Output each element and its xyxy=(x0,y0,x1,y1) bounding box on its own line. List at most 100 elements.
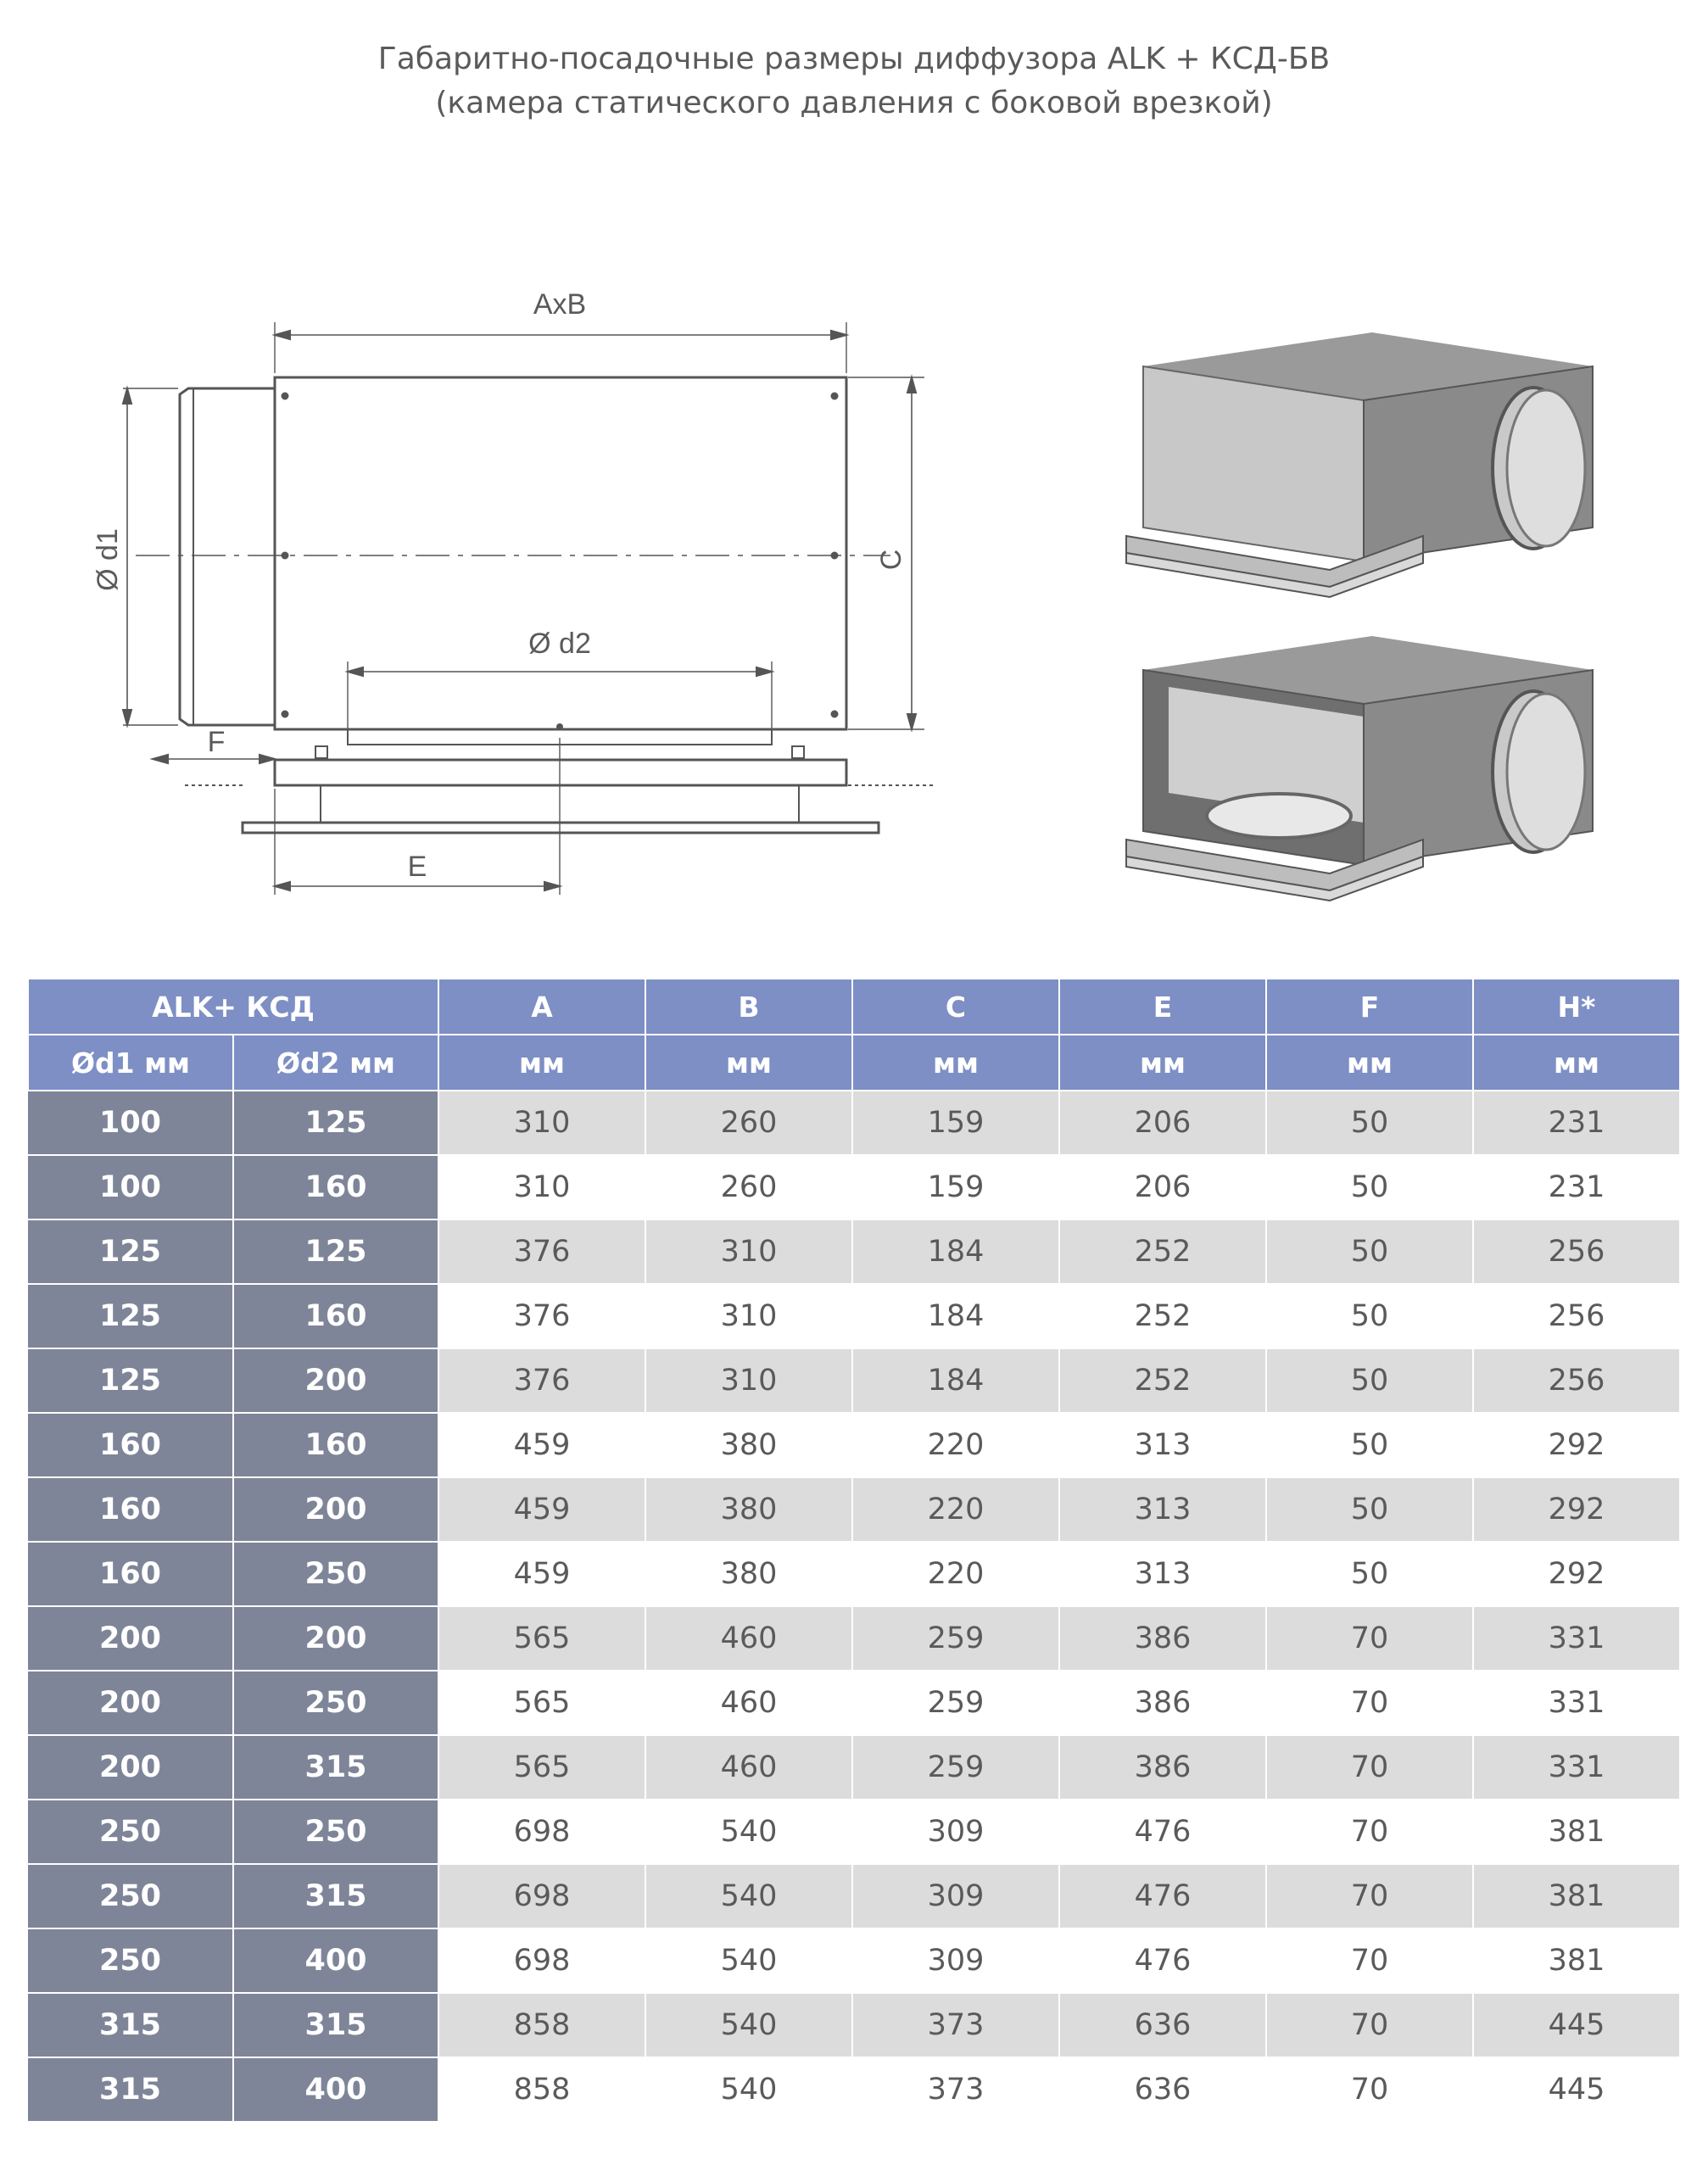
table-value-cell: 310 xyxy=(645,1284,853,1349)
table-value-cell: 380 xyxy=(645,1413,853,1478)
table-value-cell: 313 xyxy=(1059,1542,1267,1607)
table-value-cell: 373 xyxy=(852,2057,1060,2123)
header-h: H* xyxy=(1472,978,1681,1035)
subheader-d1: Ød1 мм xyxy=(27,1034,234,1091)
header-a: A xyxy=(438,978,646,1035)
table-value-cell: 310 xyxy=(438,1091,646,1156)
table-key-cell: 200 xyxy=(28,1671,234,1736)
subheader-unit: мм xyxy=(1265,1034,1474,1091)
table-value-cell: 309 xyxy=(852,1928,1060,1994)
table-value-cell: 50 xyxy=(1266,1413,1474,1478)
table-key-cell: 315 xyxy=(233,1993,439,2058)
label-d2: Ø d2 xyxy=(528,628,591,660)
subheader-unit: мм xyxy=(851,1034,1060,1091)
table-key-cell: 100 xyxy=(28,1091,234,1156)
table-value-cell: 70 xyxy=(1266,1800,1474,1865)
table-value-cell: 259 xyxy=(852,1671,1060,1736)
table-value-cell: 259 xyxy=(852,1735,1060,1800)
chamber-3d-view-open xyxy=(1125,636,1594,902)
table-value-cell: 310 xyxy=(645,1219,853,1285)
label-d1: Ø d1 xyxy=(92,528,124,591)
table-key-cell: 250 xyxy=(233,1671,439,1736)
table-value-cell: 380 xyxy=(645,1542,853,1607)
table-value-cell: 381 xyxy=(1473,1864,1681,1929)
table-key-cell: 200 xyxy=(28,1606,234,1672)
table-key-cell: 125 xyxy=(233,1219,439,1285)
table-value-cell: 310 xyxy=(438,1155,646,1220)
chamber-3d-view-closed xyxy=(1125,332,1594,599)
table-value-cell: 331 xyxy=(1473,1671,1681,1736)
table-value-cell: 231 xyxy=(1473,1155,1681,1220)
header-b: B xyxy=(645,978,853,1035)
table-key-cell: 315 xyxy=(28,2057,234,2123)
label-e: E xyxy=(408,851,427,883)
table-value-cell: 381 xyxy=(1473,1928,1681,1994)
table-value-cell: 70 xyxy=(1266,1864,1474,1929)
table-value-cell: 459 xyxy=(438,1413,646,1478)
table-key-cell: 400 xyxy=(233,2057,439,2123)
table-value-cell: 184 xyxy=(852,1219,1060,1285)
table-value-cell: 256 xyxy=(1473,1219,1681,1285)
table-value-cell: 252 xyxy=(1059,1219,1267,1285)
table-key-cell: 315 xyxy=(28,1993,234,2058)
table-value-cell: 858 xyxy=(438,2057,646,2123)
table-key-cell: 160 xyxy=(28,1413,234,1478)
table-header-row: ALK+ КСД A B C E F H* xyxy=(27,978,1681,1035)
table-value-cell: 459 xyxy=(438,1542,646,1607)
table-key-cell: 200 xyxy=(28,1735,234,1800)
header-group-alk-ksd: ALK+ КСД xyxy=(27,978,439,1035)
table-value-cell: 260 xyxy=(645,1091,853,1156)
table-value-cell: 698 xyxy=(438,1864,646,1929)
table-value-cell: 50 xyxy=(1266,1542,1474,1607)
table-value-cell: 50 xyxy=(1266,1477,1474,1543)
table-key-cell: 315 xyxy=(233,1864,439,1929)
table-value-cell: 70 xyxy=(1266,1735,1474,1800)
table-value-cell: 386 xyxy=(1059,1606,1267,1672)
table-value-cell: 256 xyxy=(1473,1284,1681,1349)
table-key-cell: 400 xyxy=(233,1928,439,1994)
table-value-cell: 313 xyxy=(1059,1477,1267,1543)
table-key-cell: 125 xyxy=(233,1091,439,1156)
table-value-cell: 460 xyxy=(645,1671,853,1736)
table-value-cell: 565 xyxy=(438,1606,646,1672)
diffuser-face xyxy=(241,821,880,834)
table-value-cell: 206 xyxy=(1059,1091,1267,1156)
table-value-cell: 376 xyxy=(438,1284,646,1349)
table-key-cell: 160 xyxy=(233,1413,439,1478)
table-value-cell: 50 xyxy=(1266,1155,1474,1220)
table-value-cell: 231 xyxy=(1473,1091,1681,1156)
table-value-cell: 445 xyxy=(1473,1993,1681,2058)
table-value-cell: 70 xyxy=(1266,2057,1474,2123)
table-value-cell: 540 xyxy=(645,2057,853,2123)
chamber-outline xyxy=(273,376,848,731)
table-value-cell: 540 xyxy=(645,1928,853,1994)
header-e: E xyxy=(1058,978,1267,1035)
table-key-cell: 250 xyxy=(233,1542,439,1607)
table-value-cell: 540 xyxy=(645,1993,853,2058)
table-value-cell: 292 xyxy=(1473,1477,1681,1543)
table-value-cell: 260 xyxy=(645,1155,853,1220)
table-value-cell: 565 xyxy=(438,1735,646,1800)
table-value-cell: 858 xyxy=(438,1993,646,2058)
table-value-cell: 445 xyxy=(1473,2057,1681,2123)
table-value-cell: 252 xyxy=(1059,1284,1267,1349)
table-value-cell: 476 xyxy=(1059,1928,1267,1994)
subheader-d2: Ød2 мм xyxy=(232,1034,439,1091)
table-value-cell: 540 xyxy=(645,1800,853,1865)
table-value-cell: 220 xyxy=(852,1542,1060,1607)
table-value-cell: 565 xyxy=(438,1671,646,1736)
table-value-cell: 159 xyxy=(852,1155,1060,1220)
subheader-unit: мм xyxy=(438,1034,646,1091)
